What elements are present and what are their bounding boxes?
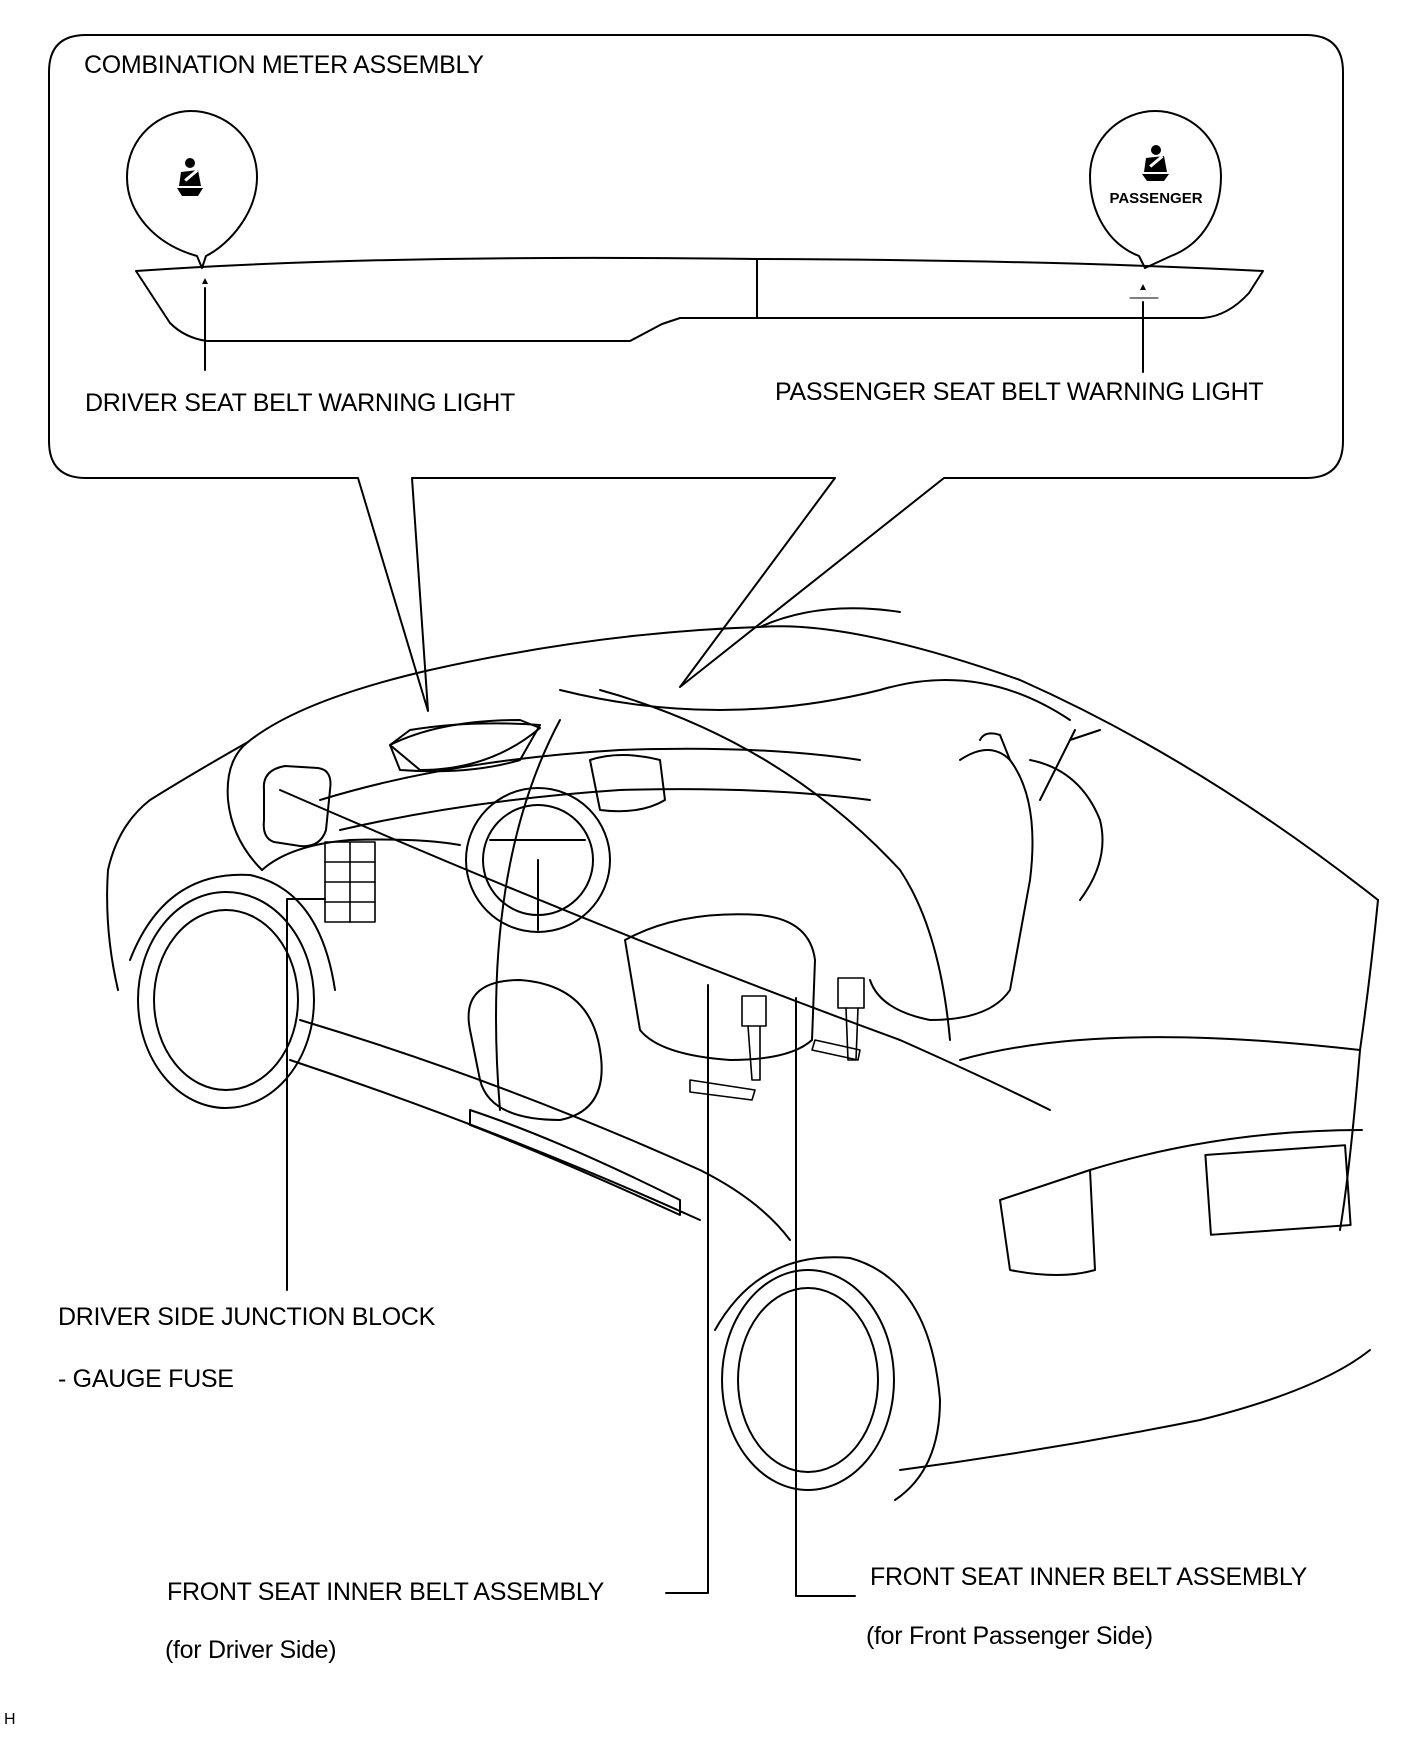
driver-belt-label-line2: (for Driver Side) <box>165 1636 337 1664</box>
seat-belt-icon <box>177 158 203 196</box>
gauge-fuse-label: - GAUGE FUSE <box>58 1365 234 1393</box>
passenger-seat <box>869 749 1034 1021</box>
junction-block-leader <box>286 898 326 1291</box>
passenger-belt-label-line1: FRONT SEAT INNER BELT ASSEMBLY <box>870 1563 1307 1591</box>
callout-title: COMBINATION METER ASSEMBLY <box>84 51 484 79</box>
driver-belt-leader <box>665 984 709 1594</box>
driver-belt-label-line1: FRONT SEAT INNER BELT ASSEMBLY <box>167 1578 604 1606</box>
passenger-icon-text: PASSENGER <box>1109 190 1202 207</box>
car-body-outline <box>106 607 1379 1501</box>
junction-block <box>324 841 376 923</box>
passenger-belt-leader <box>795 997 856 1597</box>
driver-seat-belt-warning-light-label: DRIVER SEAT BELT WARNING LIGHT <box>85 389 515 417</box>
passenger-belt-label-line2: (for Front Passenger Side) <box>866 1622 1153 1650</box>
license-plate <box>1204 1144 1352 1236</box>
passenger-warning-light-magnifier: PASSENGER <box>1089 110 1222 299</box>
passenger-buckle <box>811 977 865 1061</box>
footer-code: H <box>4 1711 16 1728</box>
driver-warning-light-magnifier <box>126 110 258 284</box>
combination-meter-outline <box>135 256 1264 342</box>
callout-frame <box>48 34 1344 712</box>
side-mirror <box>262 765 332 848</box>
rear-wheel <box>721 1269 895 1491</box>
passenger-seat-belt-warning-light-label: PASSENGER SEAT BELT WARNING LIGHT <box>775 378 1264 406</box>
seat-belt-passenger-icon <box>1142 145 1169 181</box>
driver-seat <box>467 979 603 1121</box>
junction-block-label: DRIVER SIDE JUNCTION BLOCK <box>58 1303 435 1331</box>
front-wheel <box>137 891 315 1109</box>
driver-buckle <box>689 995 767 1101</box>
steering-wheel <box>465 787 611 933</box>
